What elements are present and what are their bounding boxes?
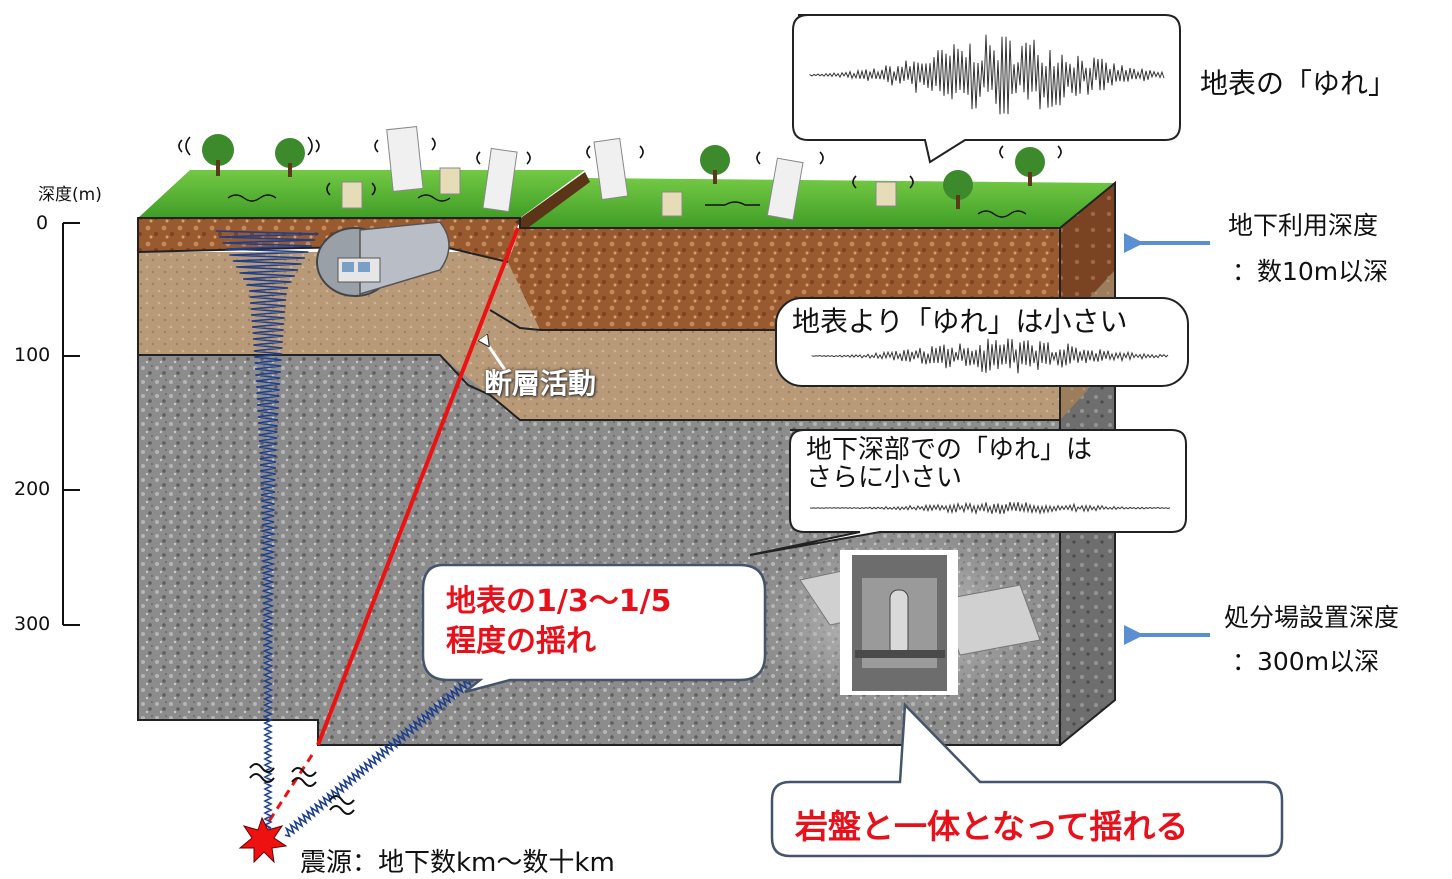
house-icon: [661, 191, 683, 217]
repository-depth-label: 処分場設置深度: [1224, 603, 1400, 632]
house-icon: [341, 181, 363, 209]
depth-axis-title: 深度(m): [38, 185, 102, 205]
ratio-line1: 地表の1/3～1/5: [446, 584, 672, 619]
depth-tick-label: 100: [14, 344, 51, 366]
fault-pointer: [488, 345, 507, 371]
building-icon: [386, 126, 424, 192]
callout-bedrock: [770, 702, 1284, 858]
seismic-wave-vertical: [215, 230, 319, 829]
deep-shaking-line2: さらに小さい: [806, 463, 963, 493]
waveform-shallow: [811, 338, 1169, 374]
bubble-deep: [749, 429, 1187, 556]
ratio-callout-label: 地表の1/3～1/5 程度の揺れ: [446, 582, 671, 662]
depth-axis: [62, 222, 80, 626]
house-icon: [439, 167, 461, 195]
tree-icon: [943, 170, 973, 209]
underground-use-depth: ：数10m以深: [1232, 257, 1389, 286]
surface-shaking-label: 地表の「ゆれ」: [1200, 67, 1397, 100]
epicenter-burst-icon: [238, 816, 288, 864]
tree-icon: [275, 138, 305, 177]
ratio-line2: 程度の揺れ: [446, 624, 596, 659]
building-icon: [766, 157, 804, 221]
fault-extension: [260, 754, 314, 833]
depth-tick-label: 0: [36, 212, 49, 234]
shallow-shaking-label: 地表より「ゆれ」は小さい: [792, 305, 1128, 338]
tree-icon: [202, 134, 234, 176]
tree-icon: [1015, 147, 1045, 186]
seismic-wave-diagonal: [284, 676, 473, 838]
tree-icon: [700, 145, 730, 184]
building-icon: [593, 137, 629, 201]
fault-line: [316, 227, 520, 746]
house-icon: [875, 181, 897, 207]
callout-ratio: [421, 563, 767, 694]
building-icon: [482, 147, 518, 213]
waveform-surface: [809, 34, 1165, 115]
depth-tick-label: 300: [14, 613, 51, 635]
bubble-shallow: [775, 297, 1189, 387]
epicenter-label: 震源：地下数km～数十km: [300, 848, 615, 878]
depth-tick-label: 200: [14, 478, 51, 500]
vibration-marks: [178, 136, 1062, 196]
deep-shaking-label: 地下深部での「ゆれ」は さらに小さい: [806, 436, 1092, 492]
break-symbols: [249, 763, 355, 815]
underground-use-label: 地下利用深度: [1228, 211, 1379, 240]
bubble-surface: [792, 14, 1181, 164]
deep-shaking-line1: 地下深部での「ゆれ」は: [806, 435, 1093, 465]
surface-features: [178, 126, 1062, 221]
repository-depth-value: ：300m以深: [1232, 647, 1380, 676]
waveform-deep: [809, 501, 1171, 516]
bedrock-callout-label: 岩盤と一体となって揺れる: [795, 807, 1189, 846]
fault-activity-label: 断層活動: [484, 367, 597, 400]
